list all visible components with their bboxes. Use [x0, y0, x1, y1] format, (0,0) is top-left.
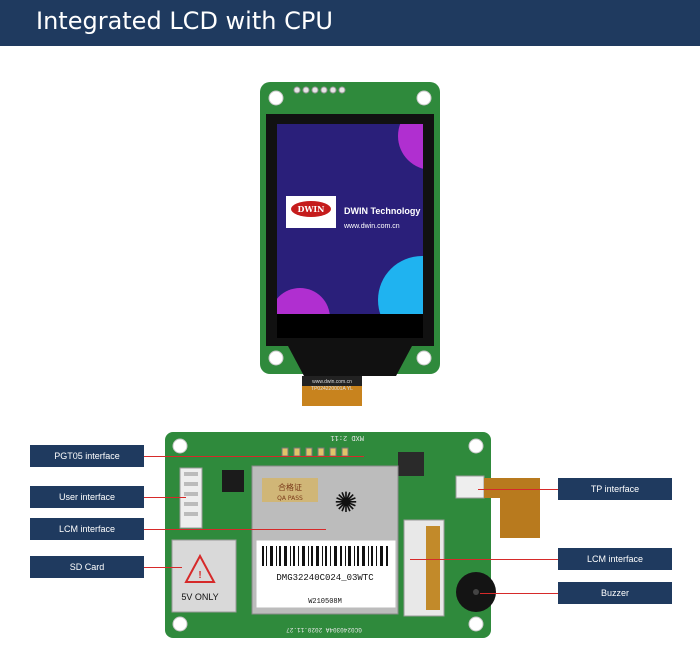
screen-circle-bottom-left: [277, 288, 330, 314]
dwin-logo-text: DWIN: [298, 204, 325, 214]
mount-hole: [416, 90, 432, 106]
screen-circle-top: [398, 124, 423, 169]
callout-tp-interface: TP interface: [558, 478, 672, 500]
qa-pass-stamp: [262, 478, 318, 502]
back-silk-top: MXD 2:11: [330, 433, 364, 441]
label-serial: W210508M: [308, 598, 342, 606]
dwin-logo-shape: [291, 201, 331, 217]
inductor: [398, 452, 424, 476]
warning-mark: !: [198, 570, 201, 581]
mount-hole: [172, 616, 188, 632]
tp-flex-cable: [484, 478, 540, 538]
screen-url: www.dwin.com.cn: [343, 223, 400, 230]
sd-card-slot: [171, 539, 237, 613]
page-header: Integrated LCD with CPU: [0, 0, 700, 46]
front-pin-pads: [293, 86, 346, 94]
sd-warning-text: 5V ONLY: [181, 592, 218, 602]
front-flex-tail-dark: [302, 376, 362, 386]
callout-buzzer: Buzzer: [558, 582, 672, 604]
qa-stamp-line2: QA PASS: [277, 495, 303, 502]
screen-brand: DWIN Technology: [344, 206, 420, 216]
callout-user-interface: User interface: [30, 486, 144, 508]
screen-circle-bottom-right: [378, 256, 423, 314]
leader-line-user: [144, 497, 186, 498]
pgt05-pads: [281, 447, 349, 457]
buzzer-hole: [473, 589, 479, 595]
leader-line-sd: [144, 567, 182, 568]
flex-text-1: www.dwin.com.cn: [312, 379, 352, 385]
callout-sd-card: SD Card: [30, 556, 144, 578]
lcd-black-strip: [277, 314, 423, 338]
mount-hole: [416, 350, 432, 366]
leader-line-pgt05: [144, 456, 364, 457]
leader-line-buzzer: [480, 593, 558, 594]
callout-lcm-right: LCM interface: [558, 548, 672, 570]
tp-connector: [455, 475, 485, 499]
user-interface-connector: [179, 467, 203, 529]
back-silk-bottom: GC0240304A 2020.11.27: [286, 626, 362, 633]
chip: [222, 470, 244, 492]
front-flex-cable: [288, 346, 412, 376]
callout-pgt05: PGT05 interface: [30, 445, 144, 467]
leader-line-tp: [478, 489, 558, 490]
warning-triangle: [184, 553, 216, 583]
mount-hole: [468, 438, 484, 454]
mount-hole: [172, 438, 188, 454]
mount-hole: [268, 350, 284, 366]
callout-lcm-left: LCM interface: [30, 518, 144, 540]
qa-stamp-line1: 合格证: [278, 482, 302, 492]
barcode: [262, 546, 388, 566]
page-title: Integrated LCD with CPU: [36, 7, 333, 35]
leader-line-lcm-right: [410, 559, 558, 560]
lcm-connector-slot: [426, 526, 440, 610]
mount-hole: [268, 90, 284, 106]
mount-hole: [468, 616, 484, 632]
leader-line-lcm-left: [144, 529, 326, 530]
shield-glyph: ✺: [334, 487, 357, 518]
flex-text-2: TP024220001A YL: [311, 386, 353, 392]
label-model: DMG32240C024_03WTC: [276, 573, 374, 583]
